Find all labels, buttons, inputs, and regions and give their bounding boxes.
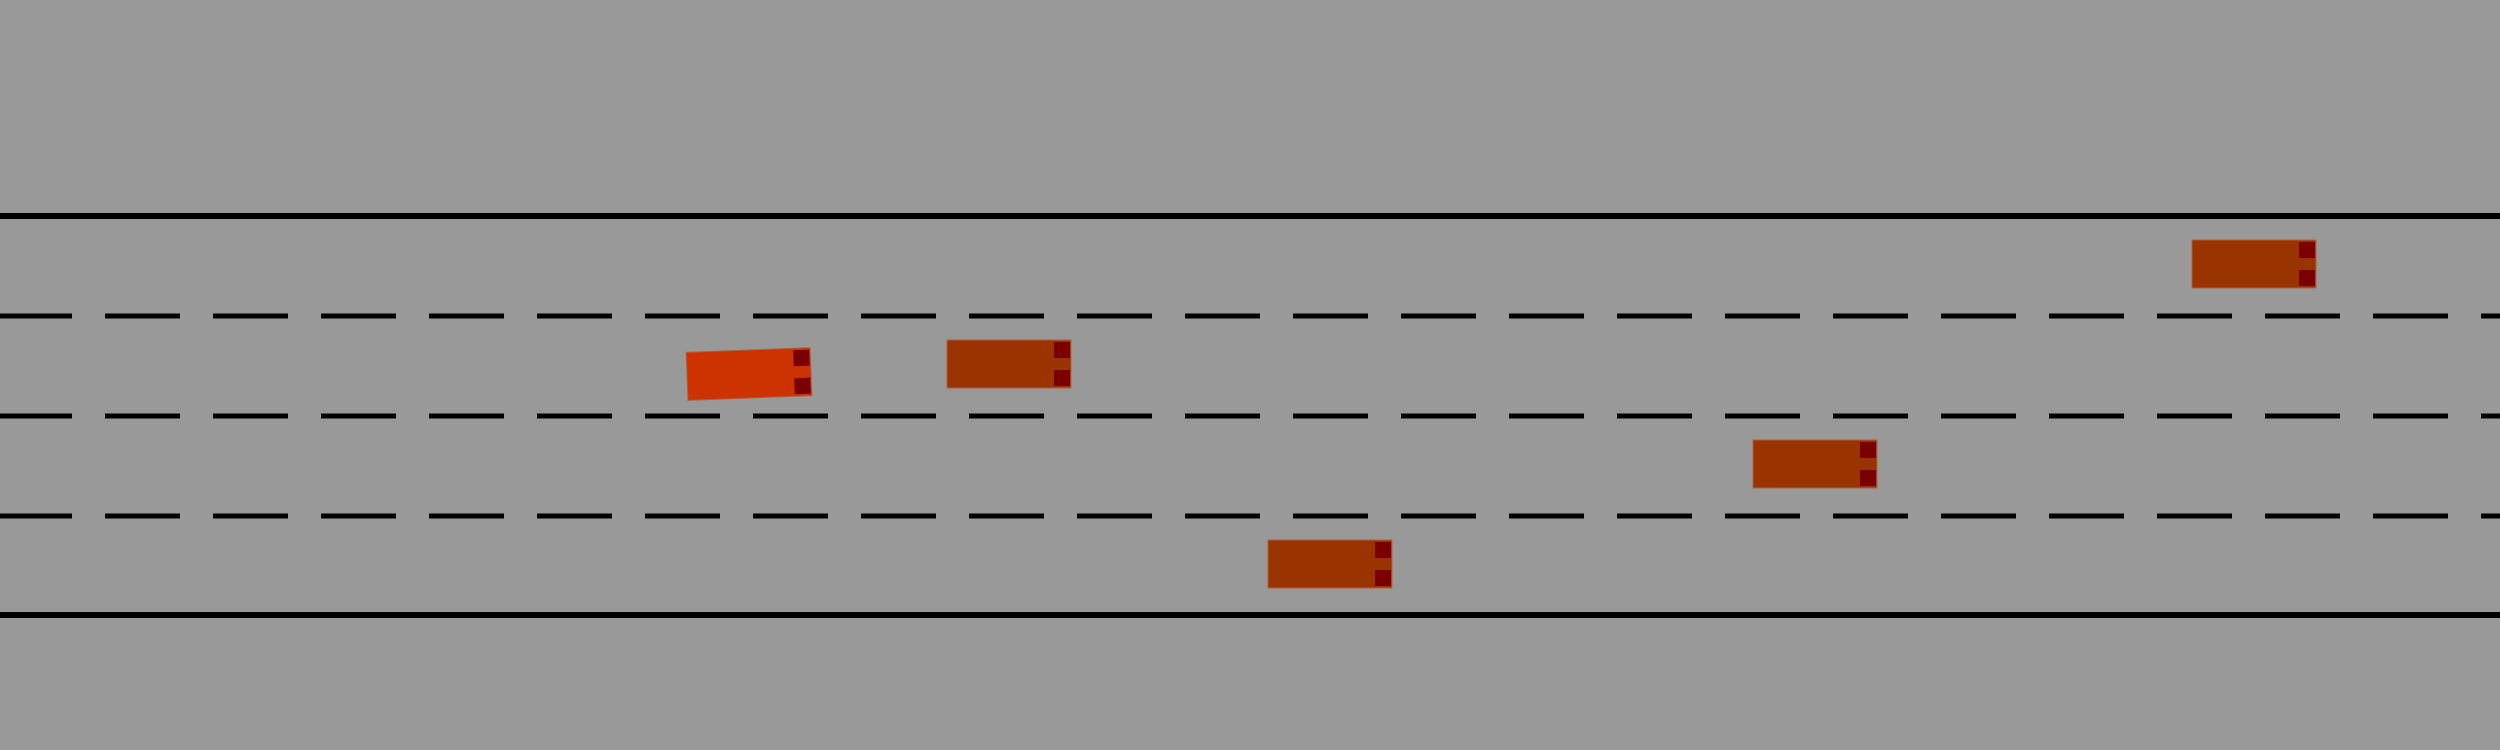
lane-markings xyxy=(0,213,2500,618)
headlight-left xyxy=(1860,442,1876,458)
vehicle-body xyxy=(946,339,1072,389)
headlight-left xyxy=(793,349,810,367)
other-vehicle xyxy=(1752,439,1878,489)
vehicle-body xyxy=(2191,239,2317,289)
headlight-left xyxy=(1375,542,1391,558)
headlight-right xyxy=(2299,270,2315,286)
headlight-right xyxy=(1054,370,1070,386)
headlight-right xyxy=(1860,470,1876,486)
headlight-right xyxy=(794,377,811,395)
other-vehicle xyxy=(2191,239,2317,289)
headlight-left xyxy=(2299,242,2315,258)
headlight-left xyxy=(1054,342,1070,358)
vehicle-body xyxy=(685,347,813,401)
vehicles xyxy=(685,239,2317,589)
other-vehicle xyxy=(1267,539,1393,589)
headlight-right xyxy=(1375,570,1391,586)
vehicle-body xyxy=(1752,439,1878,489)
ego-vehicle xyxy=(685,347,813,401)
vehicle-body xyxy=(1267,539,1393,589)
other-vehicle xyxy=(946,339,1072,389)
